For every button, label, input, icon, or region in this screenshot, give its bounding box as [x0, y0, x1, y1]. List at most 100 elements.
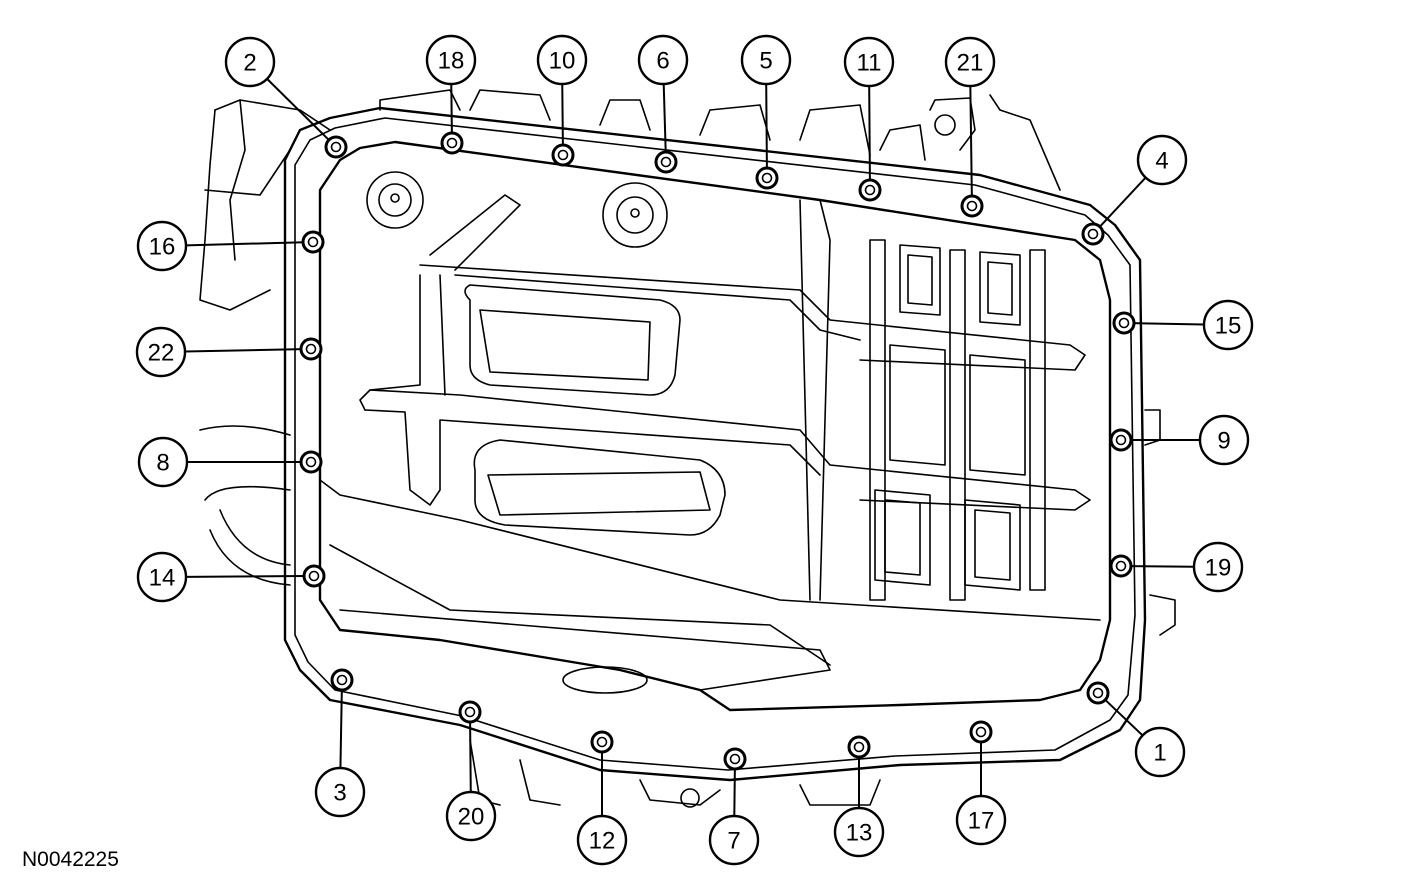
callout-label: 21 — [957, 50, 984, 77]
callout-circle — [224, 36, 276, 88]
callout-circle — [425, 34, 477, 86]
leader-line-15 — [1132, 322, 1205, 326]
callout-circle — [740, 34, 792, 86]
callout-13: 13 — [833, 806, 885, 858]
callout-label: 14 — [149, 565, 176, 592]
pan-flange-inner — [294, 117, 1136, 771]
callout-label: 6 — [656, 48, 669, 75]
pan-stud-left — [366, 171, 424, 229]
bolt-9 — [1109, 428, 1133, 452]
bolt-16 — [301, 230, 325, 254]
transmission-case-background — [199, 89, 1176, 808]
callout-circle — [955, 794, 1007, 846]
callout-circle — [843, 36, 895, 88]
bolt-13 — [847, 735, 871, 759]
callout-label: 2 — [243, 50, 256, 77]
callout-circle — [137, 436, 189, 488]
callout-label: 3 — [333, 780, 346, 807]
bolt-14 — [302, 564, 326, 588]
pan-body-edge — [318, 140, 1112, 712]
callout-circle — [135, 326, 187, 378]
callout-4: 4 — [1136, 134, 1188, 186]
callout-label: 22 — [148, 340, 175, 367]
callout-1: 1 — [1134, 726, 1186, 778]
callout-label: 13 — [846, 820, 873, 847]
leader-line-22 — [184, 348, 303, 353]
callout-circle — [1202, 299, 1254, 351]
callout-11: 11 — [843, 36, 895, 88]
callout-label: 17 — [968, 808, 995, 835]
callout-19: 19 — [1192, 541, 1244, 593]
callout-circle — [637, 34, 689, 86]
callout-circle — [314, 766, 366, 818]
callout-label: 4 — [1155, 148, 1168, 175]
callout-label: 15 — [1215, 313, 1242, 340]
callout-label: 11 — [857, 50, 882, 77]
bolt-17 — [969, 720, 993, 744]
leader-line-18 — [450, 83, 453, 135]
leader-line-6 — [662, 83, 667, 154]
leader-line-20 — [469, 720, 472, 793]
callout-label: 19 — [1205, 555, 1232, 582]
bolt-15 — [1112, 311, 1136, 335]
figure-reference-code: N0042225 — [22, 848, 119, 871]
leader-line-1 — [1103, 698, 1144, 737]
leader-line-16 — [185, 241, 305, 247]
pan-flange-outer — [283, 106, 1147, 782]
callout-circle — [576, 814, 628, 866]
callout-9: 9 — [1198, 414, 1250, 466]
bolt-11 — [858, 178, 882, 202]
callout-20: 20 — [445, 790, 497, 842]
callout-21: 21 — [944, 36, 996, 88]
callout-circle — [708, 814, 760, 866]
bolt-21 — [960, 194, 984, 218]
bolt-5 — [755, 166, 779, 190]
leader-line-10 — [561, 83, 564, 147]
leader-line-4 — [1098, 176, 1147, 229]
callout-label: 7 — [727, 828, 740, 855]
callout-label: 12 — [589, 828, 616, 855]
callout-7: 7 — [708, 814, 760, 866]
callout-circle — [445, 790, 497, 842]
callout-15: 15 — [1202, 299, 1254, 351]
callout-3: 3 — [314, 766, 366, 818]
callout-16: 16 — [136, 220, 188, 272]
callout-label: 10 — [549, 48, 576, 75]
callout-10: 10 — [536, 34, 588, 86]
callout-label: 1 — [1153, 740, 1166, 767]
callout-22: 22 — [135, 326, 187, 378]
callout-label: 16 — [149, 234, 176, 261]
callout-circle — [136, 551, 188, 603]
oil-pan — [283, 106, 1147, 782]
callout-label: 5 — [759, 48, 772, 75]
bolt-22 — [299, 337, 323, 361]
callout-12: 12 — [576, 814, 628, 866]
callout-circle — [1192, 541, 1244, 593]
bolt-20 — [458, 700, 482, 724]
bolt-3 — [330, 668, 354, 692]
leader-lines — [184, 78, 1205, 817]
callout-label: 18 — [438, 48, 465, 75]
callout-circle — [1136, 134, 1188, 186]
leader-line-5 — [765, 83, 768, 170]
pan-bolts — [299, 131, 1136, 771]
bolt-2 — [324, 135, 348, 159]
leader-line-7 — [733, 767, 736, 817]
callout-8: 8 — [137, 436, 189, 488]
bolt-4 — [1081, 222, 1105, 246]
bolt-7 — [723, 747, 747, 771]
callout-circle — [536, 34, 588, 86]
leader-line-21 — [969, 85, 973, 198]
callout-label: 8 — [156, 450, 169, 477]
callout-6: 6 — [637, 34, 689, 86]
bolt-1 — [1086, 681, 1110, 705]
callout-circle — [136, 220, 188, 272]
callout-17: 17 — [955, 794, 1007, 846]
callout-2: 2 — [224, 36, 276, 88]
callout-circle — [1134, 726, 1186, 778]
bolt-10 — [551, 143, 575, 167]
callout-label: 9 — [1217, 428, 1230, 455]
pan-stud-center — [602, 182, 668, 248]
